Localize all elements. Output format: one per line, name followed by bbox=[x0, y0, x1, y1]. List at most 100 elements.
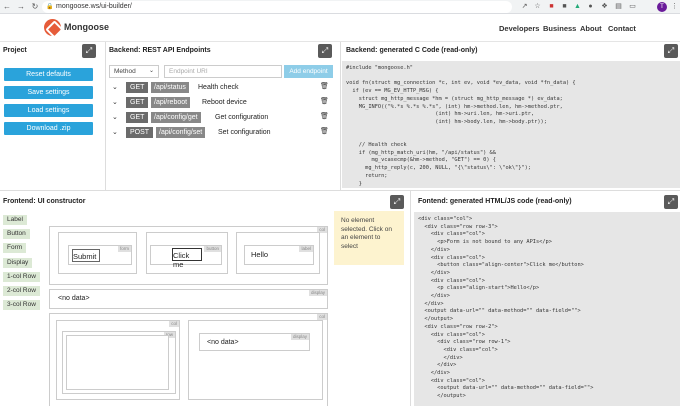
add-endpoint-button[interactable]: Add endpoint bbox=[284, 65, 333, 78]
trash-icon[interactable]: 🗑 bbox=[320, 113, 329, 120]
endpoint-uri: /api/status bbox=[151, 82, 189, 93]
display-element[interactable]: display <no data> bbox=[199, 333, 310, 351]
save-settings-button[interactable]: Save settings bbox=[4, 86, 93, 99]
puzzle-icon[interactable]: ❖ bbox=[601, 3, 608, 10]
method-select[interactable]: Method ⌄ bbox=[109, 65, 159, 78]
display-tag: display bbox=[308, 290, 327, 296]
reload-icon[interactable]: ↻ bbox=[31, 2, 39, 11]
app-header: Mongoose Developers Business About Conta… bbox=[0, 14, 680, 42]
endpoint-name: Set configuration bbox=[218, 129, 271, 136]
endpoint-row[interactable]: ⌄ GET /api/status Health check 🗑 bbox=[110, 82, 332, 95]
download-zip-button[interactable]: Download .zip bbox=[4, 122, 93, 135]
col-tag: col bbox=[317, 227, 327, 233]
expand-icon[interactable]: ⤢ bbox=[390, 195, 404, 209]
project-title: Project bbox=[3, 47, 27, 54]
backend-title: Backend: REST API Endpoints bbox=[109, 47, 211, 54]
label-tag: label bbox=[299, 246, 313, 252]
no-data-text: <no data> bbox=[58, 295, 90, 302]
constructor-title: Frontend: UI constructor bbox=[3, 198, 86, 205]
chevron-down-icon: ⌄ bbox=[148, 68, 154, 74]
expand-icon[interactable]: ⤢ bbox=[664, 44, 678, 58]
expand-icon[interactable]: ⤢ bbox=[318, 44, 332, 58]
extension-icon[interactable]: ■ bbox=[549, 3, 554, 10]
endpoint-name: Health check bbox=[198, 84, 239, 91]
extension-icon[interactable]: ▲ bbox=[574, 3, 581, 10]
chevron-down-icon[interactable]: ⌄ bbox=[112, 114, 118, 121]
backend-code-view[interactable]: #include "mongoose.h" void fn(struct mg_… bbox=[342, 61, 680, 188]
form-tag: form bbox=[118, 246, 131, 252]
palette-display[interactable]: Display bbox=[3, 258, 33, 268]
chevron-down-icon[interactable]: ⌄ bbox=[112, 99, 118, 106]
method-select-value: Method bbox=[114, 68, 136, 75]
back-icon[interactable]: ← bbox=[3, 2, 11, 11]
palette-2col-row[interactable]: 2-col Row bbox=[3, 286, 40, 296]
extension-icon[interactable]: ■ bbox=[562, 3, 567, 10]
endpoint-method: GET bbox=[126, 112, 149, 123]
endpoint-row[interactable]: ⌄ GET /api/config/get Get configuration … bbox=[110, 112, 332, 125]
sidepanel-icon[interactable]: ▭ bbox=[629, 3, 636, 10]
share-icon[interactable]: ↗ bbox=[521, 3, 528, 10]
endpoint-method: GET bbox=[126, 97, 149, 108]
expand-icon[interactable]: ⤢ bbox=[664, 195, 678, 209]
divider bbox=[105, 42, 106, 190]
trash-icon[interactable]: 🗑 bbox=[320, 98, 329, 105]
endpoint-name: Reboot device bbox=[202, 99, 247, 106]
frontend-code-view[interactable]: <div class="col"> <div class="row row-3"… bbox=[414, 212, 680, 406]
palette-form[interactable]: Form bbox=[3, 243, 27, 253]
endpoint-name: Get configuration bbox=[215, 114, 269, 121]
click-me-button[interactable]: Click me bbox=[172, 248, 202, 269]
reset-defaults-button[interactable]: Reset defaults bbox=[4, 68, 93, 81]
mongoose-logo-icon[interactable] bbox=[44, 19, 61, 36]
col-tag: col bbox=[169, 321, 179, 327]
palette-3col-row[interactable]: 3-col Row bbox=[3, 300, 40, 310]
extension-icon[interactable]: ● bbox=[588, 3, 593, 10]
endpoint-uri: /api/reboot bbox=[151, 97, 191, 108]
button-tag: button bbox=[204, 246, 221, 252]
menu-icon[interactable]: ⋮ bbox=[671, 3, 678, 10]
nav-business[interactable]: Business bbox=[543, 24, 577, 33]
divider bbox=[410, 191, 411, 406]
palette-label[interactable]: Label bbox=[3, 215, 27, 225]
cast-icon[interactable]: ▤ bbox=[615, 3, 622, 10]
frontend-code-title: Fontend: generated HTML/JS code (read-on… bbox=[418, 198, 572, 205]
chevron-down-icon[interactable]: ⌄ bbox=[112, 129, 118, 136]
palette-button[interactable]: Button bbox=[3, 229, 30, 239]
endpoint-row[interactable]: ⌄ POST /api/config/set Set configuration… bbox=[110, 127, 332, 140]
label-element[interactable]: label Hello bbox=[244, 245, 314, 265]
address-bar[interactable]: 🔒 mongoose.ws/ui-builder/ bbox=[42, 1, 512, 13]
endpoint-method: POST bbox=[126, 127, 154, 138]
forward-icon[interactable]: → bbox=[17, 2, 25, 11]
brand-name[interactable]: Mongoose bbox=[64, 22, 109, 32]
trash-icon[interactable]: 🗑 bbox=[320, 83, 329, 90]
endpoint-uri: /api/config/set bbox=[156, 127, 206, 138]
col-tag: col bbox=[317, 314, 327, 320]
profile-avatar[interactable]: T bbox=[657, 2, 667, 12]
selection-info: No element selected. Click on an element… bbox=[334, 211, 404, 265]
trash-icon[interactable]: 🗑 bbox=[320, 128, 329, 135]
load-settings-button[interactable]: Load settings bbox=[4, 104, 93, 117]
nav-about[interactable]: About bbox=[580, 24, 602, 33]
col[interactable] bbox=[188, 320, 323, 400]
bookmark-icon[interactable]: ☆ bbox=[534, 3, 541, 10]
nav-developers[interactable]: Developers bbox=[499, 24, 540, 33]
nav-contact[interactable]: Contact bbox=[608, 24, 636, 33]
click-me-label: Click me bbox=[173, 251, 190, 269]
submit-button[interactable]: Submit bbox=[72, 249, 100, 262]
divider bbox=[340, 42, 341, 190]
backend-code-title: Backend: generated C Code (read-only) bbox=[346, 47, 478, 54]
expand-icon[interactable]: ⤢ bbox=[82, 44, 96, 58]
row-tag: row bbox=[163, 332, 175, 338]
display-element[interactable]: display <no data> bbox=[49, 289, 328, 309]
divider bbox=[0, 190, 680, 191]
lock-icon: 🔒 bbox=[46, 4, 54, 10]
submit-label: Submit bbox=[73, 252, 97, 261]
endpoint-row[interactable]: ⌄ GET /api/reboot Reboot device 🗑 bbox=[110, 97, 332, 110]
endpoint-uri-input[interactable]: Endpoint URI bbox=[164, 65, 282, 78]
palette-1col-row[interactable]: 1-col Row bbox=[3, 272, 40, 282]
hello-text: Hello bbox=[251, 250, 269, 259]
endpoint-uri: /api/config/get bbox=[151, 112, 201, 123]
col[interactable] bbox=[66, 335, 169, 390]
url-text: mongoose.ws/ui-builder/ bbox=[56, 3, 132, 10]
chevron-down-icon[interactable]: ⌄ bbox=[112, 84, 118, 91]
endpoint-method: GET bbox=[126, 82, 149, 93]
